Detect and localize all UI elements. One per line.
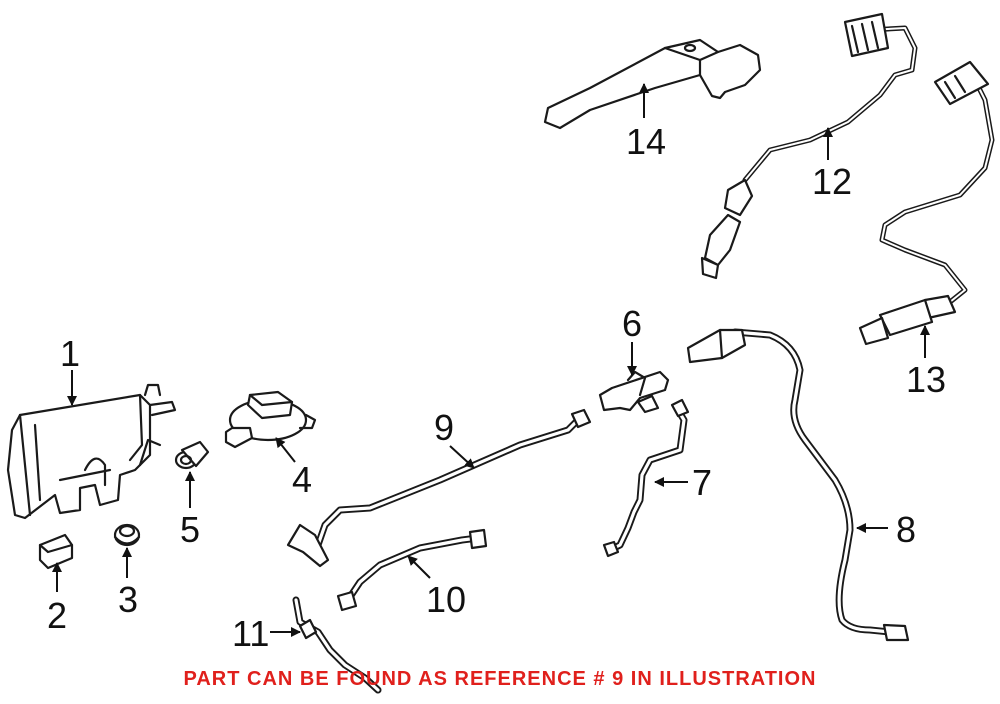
part-4-valve — [224, 390, 317, 449]
callout-14: 14 — [626, 121, 667, 162]
callout-8: 8 — [896, 509, 917, 550]
callout-10: 10 — [426, 579, 467, 620]
part-14-bracket — [543, 38, 762, 130]
callout-6: 6 — [622, 303, 643, 344]
callout-7: 7 — [692, 462, 713, 503]
reference-notice: PART CAN BE FOUND AS REFERENCE # 9 IN IL… — [183, 668, 817, 690]
callout-9: 9 — [434, 407, 455, 448]
leader-4 — [275, 437, 296, 463]
callout-12: 12 — [812, 161, 853, 202]
callout-1: 1 — [60, 333, 81, 374]
leader-lines — [52, 83, 930, 637]
part-8-hose — [686, 328, 910, 642]
part-6-tee — [598, 370, 670, 414]
part-11-hose — [292, 596, 382, 694]
part-5-plug — [174, 440, 210, 470]
callout-3: 3 — [118, 579, 139, 620]
part-2-cap — [38, 533, 74, 570]
callout-2: 2 — [47, 595, 68, 636]
leader-9 — [449, 445, 475, 469]
callout-5: 5 — [180, 509, 201, 550]
part-3-grommet — [113, 523, 141, 547]
callout-13: 13 — [906, 359, 947, 400]
part-13-sensor — [858, 60, 995, 346]
callout-4: 4 — [292, 459, 313, 500]
part-12-sensor — [700, 12, 918, 280]
part-9-hose — [286, 408, 592, 568]
part-1-canister — [6, 383, 177, 520]
callout-11: 11 — [232, 613, 270, 654]
leader-10 — [407, 555, 431, 579]
part-7-hose — [602, 398, 690, 558]
part-10-hose — [336, 528, 488, 612]
